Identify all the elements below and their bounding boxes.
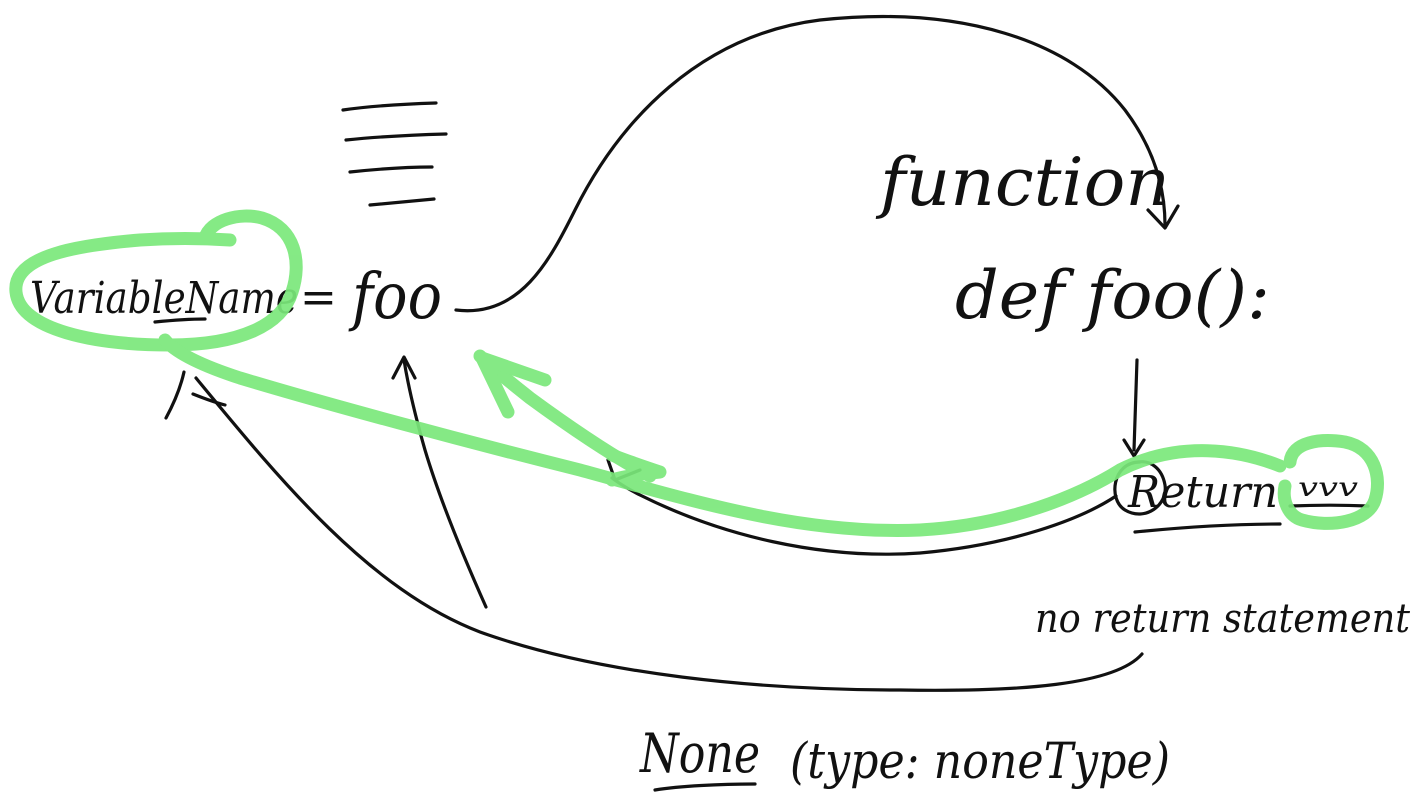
arc-arrowhead bbox=[1146, 204, 1180, 230]
none-to-foo-arrowhead bbox=[391, 355, 417, 380]
def-foo-label: def foo(): bbox=[955, 257, 1270, 334]
stack-line-4 bbox=[368, 197, 436, 207]
equals-sign: = bbox=[300, 272, 337, 323]
def-to-return-line bbox=[1132, 358, 1139, 452]
foo-highlight-arrowhead bbox=[475, 351, 552, 419]
return-keyword: Return bbox=[1127, 467, 1278, 518]
return-to-variable-highlight bbox=[158, 333, 1287, 537]
none-underline bbox=[653, 782, 757, 792]
variable-name-label: VariableName bbox=[30, 273, 298, 324]
function-label: function bbox=[875, 144, 1170, 221]
none-label: None bbox=[638, 722, 760, 785]
none-type-label: (type: noneType) bbox=[790, 732, 1170, 790]
return-row-underline bbox=[1133, 522, 1282, 534]
return-value: vvv bbox=[1298, 473, 1358, 503]
return-black-curve bbox=[610, 476, 1118, 556]
stack-line-2 bbox=[344, 132, 448, 142]
stack-line-3 bbox=[348, 165, 434, 174]
none-to-foo-arrow bbox=[402, 358, 488, 609]
return-arrowhead bbox=[1122, 438, 1146, 458]
middle-highlight-wedge bbox=[605, 448, 667, 487]
foo-to-function-arc bbox=[454, 14, 1167, 313]
return-value-highlight-loop bbox=[1277, 434, 1384, 530]
variable-partial-underline bbox=[153, 317, 207, 324]
none-to-variable-curve bbox=[194, 376, 1144, 692]
no-return-statement-label: no return statement bbox=[1035, 596, 1411, 642]
foo-label: foo bbox=[348, 260, 442, 334]
return-value-underline bbox=[1288, 503, 1370, 508]
stack-line-1 bbox=[341, 101, 438, 112]
green-highlight-layer bbox=[9, 209, 1384, 537]
cross-mark-b bbox=[191, 392, 227, 407]
cross-mark-a bbox=[164, 370, 186, 420]
labels-layer: VariableName = foo function def foo(): R… bbox=[30, 144, 1411, 790]
variable-name-highlight-loop bbox=[9, 209, 303, 352]
